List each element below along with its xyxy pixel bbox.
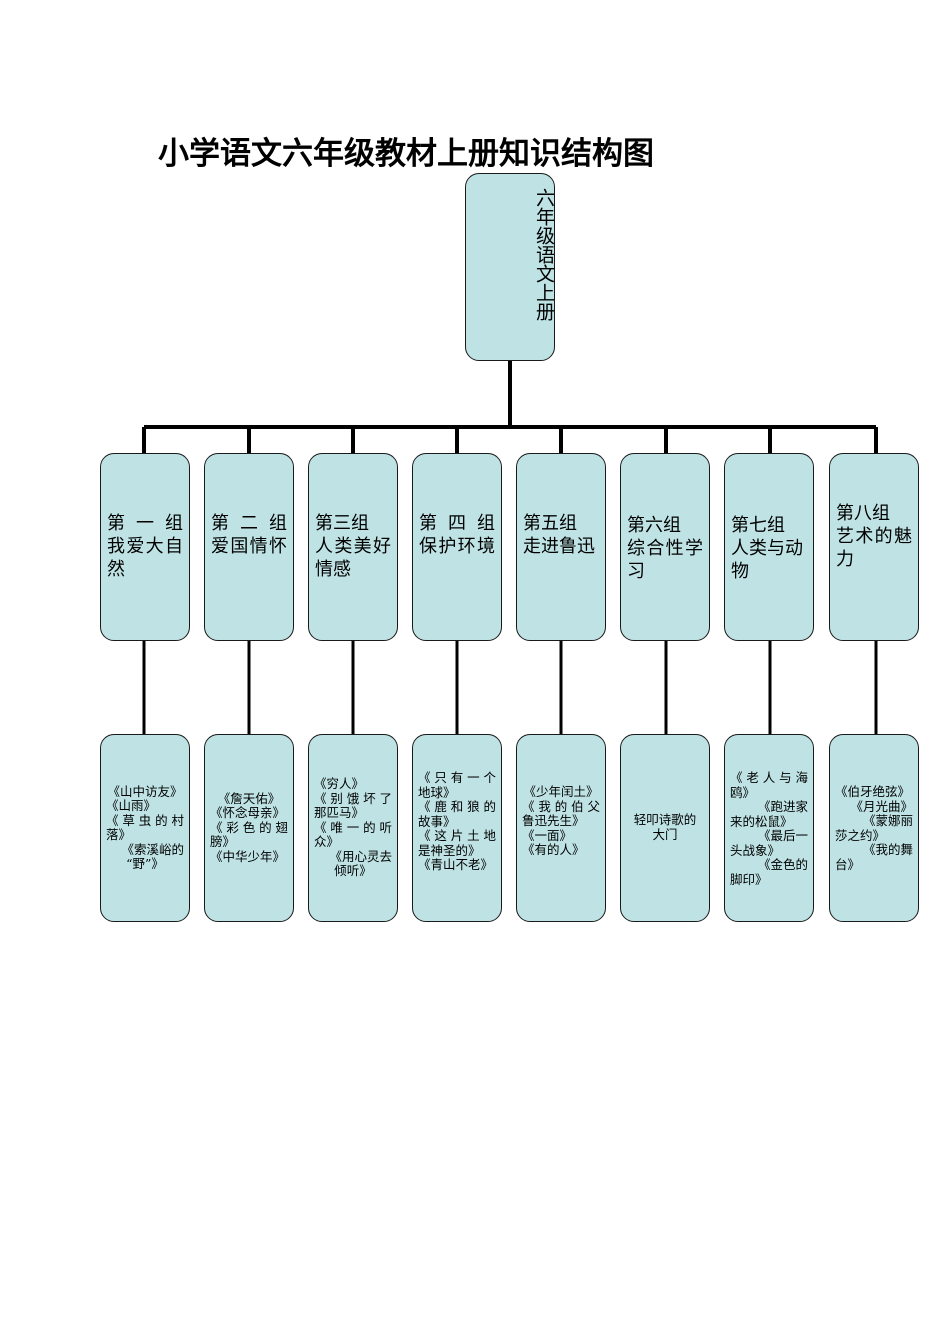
lesson-text: 《鹿和狼的 (418, 799, 496, 814)
lesson-text: 大门 (652, 826, 678, 842)
lesson-text: 《我的伯父 (522, 798, 600, 814)
lesson-text: 鸥》 (730, 784, 756, 800)
lesson-text: 故事》 (418, 813, 456, 829)
group-node-3: 第三组 人类美好 情感 (308, 453, 398, 641)
lessons-node-6: 轻叩诗歌的 大门 (620, 734, 710, 922)
lesson-text: 《伯牙绝弦》 (835, 784, 911, 799)
lesson-text: 《草虫的村 (106, 812, 184, 828)
group-node-5: 第五组 走进鲁迅 (516, 453, 606, 641)
root-label: 六年级语文上册 (533, 188, 555, 321)
lesson-text: 《老人与海 (730, 770, 808, 785)
lesson-text: 《中华少年》 (210, 848, 286, 864)
lessons-node-5: 《少年闰土》 《我的伯父 鲁迅先生》 《一面》 《有的人》 (516, 734, 606, 922)
group-4-line-2: 保护环境 (419, 536, 495, 557)
group-node-2: 第 二 组 爱国情怀 (204, 453, 294, 641)
lesson-text: 《青山不老》 (418, 857, 494, 872)
lesson-text: 那匹马》 (314, 805, 365, 821)
group-3-line-2: 人类美好 (315, 536, 391, 557)
lesson-text: 《唯一的听 (314, 819, 392, 835)
lesson-text: 《金色的 (757, 857, 808, 872)
lesson-text: 台》 (835, 856, 861, 872)
group-8-line-1: 第八组 (836, 503, 890, 524)
lesson-text: 《一面》 (522, 827, 573, 843)
lesson-text: 《山中访友》 (107, 783, 183, 799)
lesson-text: 《少年闰土》 (523, 784, 599, 799)
root-node: 六年级语文上册 (465, 173, 555, 361)
group-7-line-1: 第七组 (731, 515, 785, 536)
lessons-node-8: 《伯牙绝弦》 《月光曲》 《蒙娜丽 莎之约》 《我的舞 台》 (829, 734, 919, 922)
lesson-text: 《用心灵去 (329, 848, 392, 864)
lesson-text: 《我的舞 (862, 842, 913, 857)
lessons-node-4: 《只有一个 地球》 《鹿和狼的 故事》 《这片土地 是神圣的》 《青山不老》 (412, 734, 502, 922)
group-node-4: 第 四 组 保护环境 (412, 453, 502, 641)
group-3-line-1: 第三组 (315, 513, 369, 534)
lesson-text: 《月光曲》 (850, 798, 913, 814)
page-title: 小学语文六年级教材上册知识结构图 (158, 136, 654, 172)
group-1-line-2: 我爱大自 (107, 536, 183, 557)
group-8-line-2: 艺术的魅 (836, 526, 912, 547)
group-node-7: 第七组 人类与动 物 (724, 453, 814, 641)
group-5-line-2: 走进鲁迅 (523, 536, 595, 557)
lesson-text: 《别饿坏了 (314, 790, 392, 806)
lesson-text: 是神圣的》 (418, 842, 481, 858)
lessons-node-3: 《穷人》 《别饿坏了 那匹马》 《唯一的听 众》 《用心灵去 倾听》 (308, 734, 398, 922)
lesson-text: 《詹天佑》 (217, 790, 281, 806)
group-4-line-1: 第 四 组 (419, 513, 495, 534)
lesson-text: 《蒙娜丽 (862, 813, 913, 828)
group-7-line-3: 物 (731, 561, 749, 582)
lesson-text: 鲁迅先生》 (522, 813, 585, 828)
group-8-line-3: 力 (836, 549, 854, 570)
lesson-text: 《跑进家 (757, 799, 808, 814)
group-6-line-3: 习 (627, 561, 645, 582)
group-7-line-2: 人类与动 (731, 538, 803, 559)
lessons-node-2: 《詹天佑》 《怀念母亲》 《彩色的翅 膀》 《中华少年》 (204, 734, 294, 922)
lesson-text: 轻叩诗歌的 (633, 812, 697, 827)
lesson-text: 来的松鼠》 (730, 813, 793, 829)
lesson-text: 《有的人》 (522, 842, 585, 857)
lesson-text: “野”》 (126, 856, 164, 871)
group-2-line-2: 爱国情怀 (211, 536, 287, 557)
lesson-text: 《山雨》 (106, 798, 157, 813)
lesson-text: 脚印》 (730, 871, 768, 887)
lesson-text: 《只有一个 (418, 770, 496, 785)
group-2-line-1: 第 二 组 (211, 513, 287, 534)
lesson-text: 《穷人》 (314, 776, 365, 792)
group-6-line-2: 综合性学 (627, 538, 703, 559)
lesson-text: 倾听》 (334, 863, 372, 879)
lesson-text: 地球》 (418, 784, 456, 800)
lesson-text: 头战象》 (730, 842, 781, 858)
group-node-6: 第六组 综合性学 习 (620, 453, 710, 641)
lesson-text: 莎之约》 (835, 827, 886, 843)
group-1-line-1: 第 一 组 (107, 513, 183, 534)
lesson-text: 《这片土地 (418, 828, 496, 843)
group-node-1: 第 一 组 我爱大自 然 (100, 453, 190, 641)
lesson-text: 《索溪峪的 (121, 841, 184, 857)
group-5-line-1: 第五组 (523, 513, 577, 534)
group-3-line-3: 情感 (315, 559, 351, 580)
lesson-text: 《怀念母亲》 (210, 805, 286, 821)
group-node-8: 第八组 艺术的魅 力 (829, 453, 919, 641)
lesson-text: 《彩色的翅 (210, 819, 288, 835)
lesson-text: 众》 (314, 834, 340, 850)
lessons-node-7: 《老人与海 鸥》 《跑进家 来的松鼠》 《最后一 头战象》 《金色的 脚印》 (724, 734, 814, 922)
lesson-text: 膀》 (210, 834, 236, 850)
group-6-line-1: 第六组 (627, 515, 681, 536)
lesson-text: 落》 (106, 827, 132, 842)
group-1-line-3: 然 (107, 559, 125, 580)
lessons-node-1: 《山中访友》 《山雨》 《草虫的村 落》 《索溪峪的 “野”》 (100, 734, 190, 922)
lesson-text: 《最后一 (757, 828, 808, 843)
